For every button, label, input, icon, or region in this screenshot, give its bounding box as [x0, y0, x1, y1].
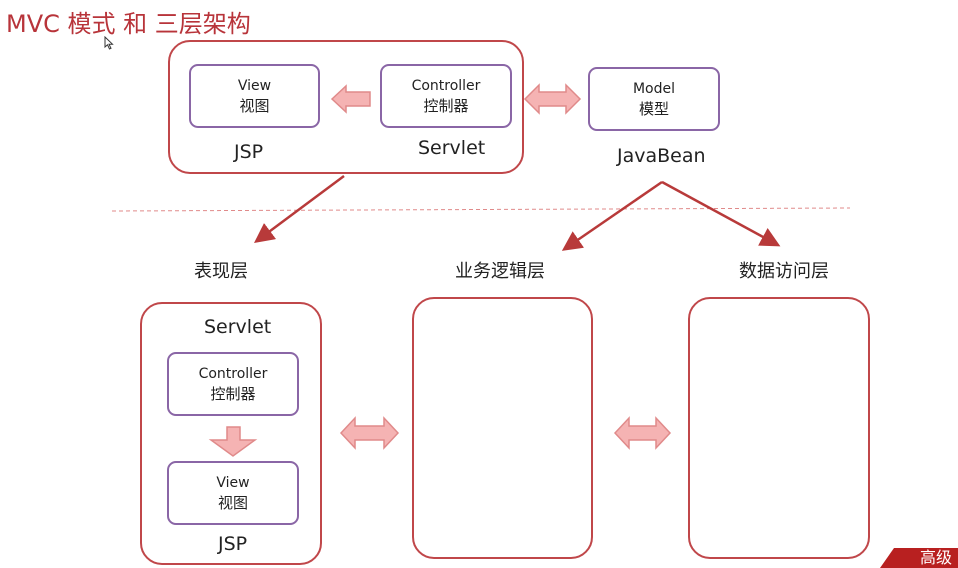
level-badge: 高级 — [880, 548, 958, 568]
double-arrow-icon — [523, 83, 582, 115]
level-badge-text: 高级 — [920, 548, 953, 567]
controller-node: Controller 控制器 — [380, 64, 512, 128]
presentation-layer-label: 表现层 — [194, 261, 248, 282]
presentation-controller-zh: 控制器 — [210, 384, 256, 403]
jsp-label: JSP — [234, 141, 264, 163]
connector-to-presentation — [253, 174, 345, 243]
presentation-controller-node: Controller 控制器 — [167, 352, 299, 416]
left-arrow-icon — [330, 84, 371, 114]
layer-divider — [111, 207, 851, 212]
controller-node-zh: 控制器 — [423, 96, 469, 115]
data-access-layer-box — [688, 297, 870, 559]
business-layer-label: 业务逻辑层 — [455, 261, 545, 282]
view-node-zh: 视图 — [239, 96, 270, 115]
presentation-view-node: View 视图 — [167, 461, 299, 525]
controller-node-en: Controller — [411, 77, 481, 94]
mouse-cursor-icon — [104, 36, 114, 50]
servlet-label: Servlet — [418, 137, 486, 159]
double-arrow-icon — [339, 416, 400, 450]
data-access-layer-label: 数据访问层 — [739, 261, 829, 282]
presentation-servlet-label: Servlet — [204, 316, 272, 338]
model-node-en: Model — [632, 80, 676, 97]
presentation-view-en: View — [216, 474, 250, 491]
connector-to-data-access — [661, 180, 781, 247]
down-arrow-icon — [208, 426, 258, 457]
model-node-zh: 模型 — [638, 99, 669, 118]
business-layer-box — [412, 297, 593, 559]
connector-to-business — [561, 180, 663, 251]
javabean-label: JavaBean — [617, 145, 706, 167]
presentation-view-zh: 视图 — [217, 493, 248, 512]
double-arrow-icon — [613, 416, 672, 450]
view-node-en: View — [237, 77, 272, 94]
presentation-controller-en: Controller — [198, 365, 268, 382]
view-node: View 视图 — [189, 64, 320, 128]
presentation-jsp-label: JSP — [218, 533, 248, 555]
model-node: Model 模型 — [588, 67, 720, 131]
page-title: MVC 模式 和 三层架构 — [6, 10, 251, 38]
